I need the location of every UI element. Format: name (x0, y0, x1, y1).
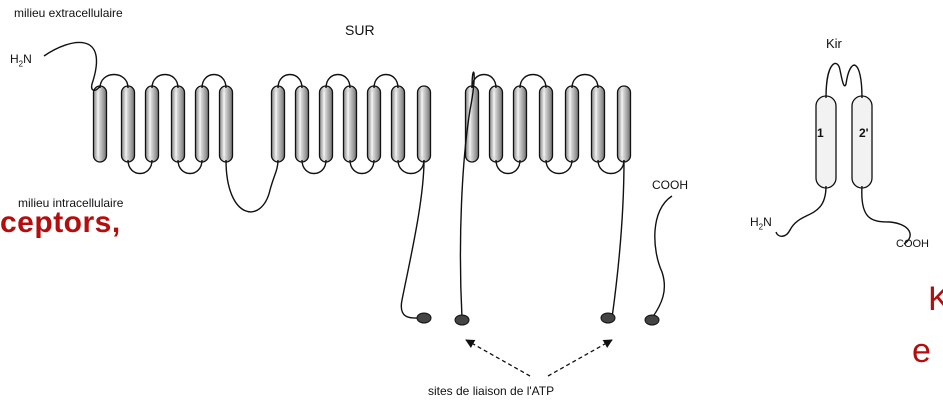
sur-helix-2 (122, 86, 135, 162)
sur-helix-4 (172, 86, 185, 162)
sur-nbd1-loop (401, 160, 424, 318)
sur-helix-6 (220, 86, 233, 162)
sur-loop-2-17 (572, 75, 598, 89)
kir-subunit (776, 63, 910, 244)
sur-loop-2-18 (598, 160, 624, 174)
atp-site-blob-1 (417, 313, 431, 323)
sur-helix-10 (344, 86, 357, 162)
kir-title: Kir (826, 36, 842, 51)
sur-loop-2-15 (520, 75, 546, 89)
sur-cooh-label: COOH (652, 178, 688, 192)
sur-loop-1-7 (302, 160, 326, 174)
sur-helix-15 (490, 86, 503, 162)
sur-nbd2-loop (612, 160, 624, 318)
sur-helix-5 (196, 86, 209, 162)
sur-nterm-n: N (23, 52, 32, 66)
sur-nterm-h: H (10, 52, 19, 66)
atp-site-blob-4 (645, 315, 659, 325)
kir-n-terminus-label: H2N (750, 215, 772, 231)
sur-loop-1-10 (374, 75, 398, 89)
sur-helix-18 (566, 86, 579, 162)
sur-loop-2-14 (496, 160, 520, 174)
sur-loop-0-1 (128, 160, 152, 174)
sur-linker-1 (226, 160, 278, 212)
atp-sites-label: sites de liaison de l'ATP (428, 384, 554, 398)
sur-helix-3 (146, 86, 159, 162)
sur-loop-1-9 (350, 160, 374, 174)
atp-arrow-left (466, 340, 530, 376)
kir-helix-1 (816, 96, 836, 188)
extracellular-label: milieu extracellulaire (14, 6, 123, 20)
sur-helix-11 (368, 86, 381, 162)
kir-helix-1-label: 1 (817, 126, 824, 140)
atp-site-arrows (417, 313, 659, 376)
sur-title: SUR (345, 22, 375, 38)
sur-helix-9 (320, 86, 333, 162)
sur-helix-20 (618, 86, 631, 162)
receptors-overlay-text: ceptors, (0, 206, 121, 240)
sur-loop-1-6 (278, 75, 302, 89)
sur-helix-7 (272, 86, 285, 162)
atp-site-blob-3 (601, 313, 615, 323)
sur-loop-1-8 (326, 75, 350, 89)
overlay-text-right-1: K (928, 280, 943, 319)
sur-helix-16 (514, 86, 527, 162)
kir-nterm-n: N (763, 215, 772, 229)
sur-loop-1-11 (398, 160, 424, 174)
kir-n-tail (776, 186, 826, 236)
sur-n-terminus-tail (44, 42, 100, 90)
sur-helix-13 (418, 86, 431, 162)
kir-nterm-h: H (750, 215, 759, 229)
sur-c-terminus-tail (652, 196, 672, 318)
kir-helix-2-label: 2' (859, 126, 869, 140)
sur-helix-19 (592, 86, 605, 162)
kir-c-tail (862, 186, 910, 244)
atp-site-blob-2 (455, 315, 469, 325)
overlay-text-right-2: e (912, 332, 931, 371)
sur-loops (44, 42, 672, 318)
sur-loop-0-2 (152, 75, 178, 89)
sur-helix-17 (540, 86, 553, 162)
kir-helix-2 (852, 96, 872, 188)
sur-n-terminus-label: H2N (10, 52, 32, 68)
sur-helix-12 (392, 86, 405, 162)
kir-cooh-label: COOH (896, 238, 929, 250)
sur-loop-0-3 (178, 160, 202, 174)
kir-pore-loop (826, 63, 862, 98)
sur-transmembrane-helices (94, 86, 631, 162)
sur-helix-1 (94, 86, 107, 162)
sur-loop-2-13 (472, 75, 496, 89)
sur-helix-8 (296, 86, 309, 162)
sur-loop-0-0 (100, 75, 128, 89)
atp-arrow-right (548, 340, 612, 376)
sur-loop-0-4 (202, 75, 226, 89)
sur-loop-2-16 (546, 160, 572, 174)
